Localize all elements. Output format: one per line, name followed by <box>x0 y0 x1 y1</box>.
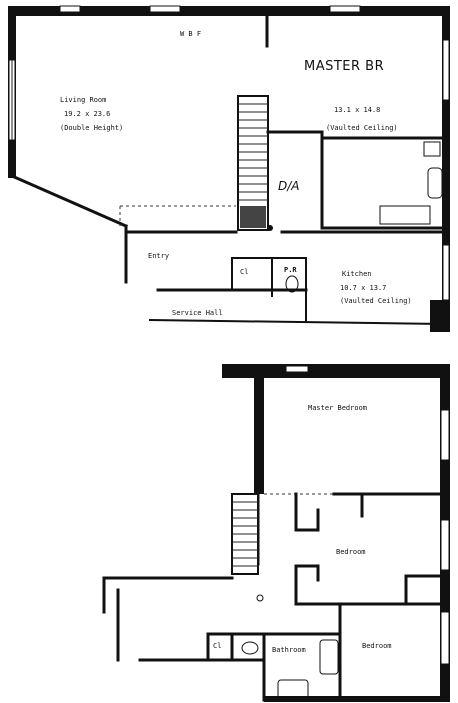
upper-top-window-1 <box>59 5 81 13</box>
upper-diagonal-wall <box>10 174 128 228</box>
kitchen-dims: 10.7 x 13.7 <box>340 284 386 292</box>
bedroom2-label: Bedroom <box>362 642 392 650</box>
upper-top-window-2 <box>149 5 181 13</box>
lower-closet-label: Cl <box>213 642 221 650</box>
living-room-note: (Double Height) <box>60 124 123 132</box>
upper-closet-label: Cl <box>240 268 248 276</box>
lower-floor-plan <box>102 364 450 702</box>
master-bedroom-label: Master Bedroom <box>308 404 367 412</box>
powder-room-label: P.R <box>284 266 297 274</box>
service-hall-label: Service Hall <box>172 309 223 317</box>
upper-top-wall <box>8 6 448 16</box>
upper-stair-landing-hatch <box>240 206 266 228</box>
da-label: D/A <box>278 179 300 193</box>
master-br-note: (Vaulted Ceiling) <box>326 124 398 132</box>
upper-right-wall <box>442 6 450 332</box>
upper-floor-plan <box>8 5 450 332</box>
kitchen-name: Kitchen <box>342 270 372 278</box>
lower-top-wall <box>222 364 448 378</box>
living-room-name: Living Room <box>60 96 106 104</box>
master-br-dims: 13.1 x 14.8 <box>334 106 380 114</box>
kitchen-note: (Vaulted Ceiling) <box>340 297 412 305</box>
upper-stair-treads <box>238 103 268 201</box>
entry-label: Entry <box>148 252 169 260</box>
bedroom-label: Bedroom <box>336 548 366 556</box>
wbf-label: W B F <box>180 30 201 38</box>
master-br-label: MASTER BR <box>304 59 384 74</box>
upper-top-window-3 <box>329 5 361 13</box>
living-room-dims: 19.2 x 23.6 <box>64 110 110 118</box>
bathroom-label: Bathroom <box>272 646 306 654</box>
